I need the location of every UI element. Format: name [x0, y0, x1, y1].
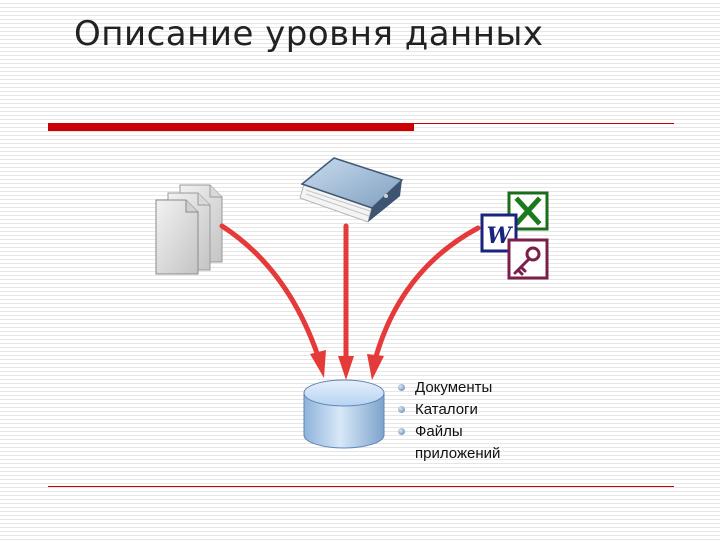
access-key-icon: [507, 238, 549, 280]
legend-label: Файлы приложений: [415, 423, 501, 462]
footer-divider: [48, 486, 674, 487]
bullet-icon: [398, 428, 405, 435]
documents-arrowhead: [310, 350, 326, 378]
title-underline-thick: [48, 123, 414, 131]
document-pages-icon: [155, 184, 223, 275]
bullet-icon: [398, 384, 405, 391]
legend-item-documents: Документы: [398, 377, 545, 399]
legend-item-application-files: Файлы приложений: [398, 421, 545, 465]
catalog-arrowhead: [338, 356, 354, 380]
legend-item-catalogs: Каталоги: [398, 399, 545, 421]
bullet-icon: [398, 406, 405, 413]
page-title: Описание уровня данных: [74, 14, 544, 54]
word-icon: W: [480, 213, 518, 253]
legend-label: Каталоги: [415, 401, 478, 418]
legend-label: Документы: [415, 379, 493, 396]
title-underline-thin: [414, 123, 674, 124]
arrows: [219, 223, 481, 380]
binder-icon: [299, 157, 404, 223]
database-cylinder-icon: [303, 379, 385, 449]
applications-arrow: [372, 225, 481, 363]
documents-arrow: [219, 223, 323, 365]
applications-arrowhead: [367, 354, 384, 380]
legend-list: Документы Каталоги Файлы приложений: [398, 377, 545, 465]
